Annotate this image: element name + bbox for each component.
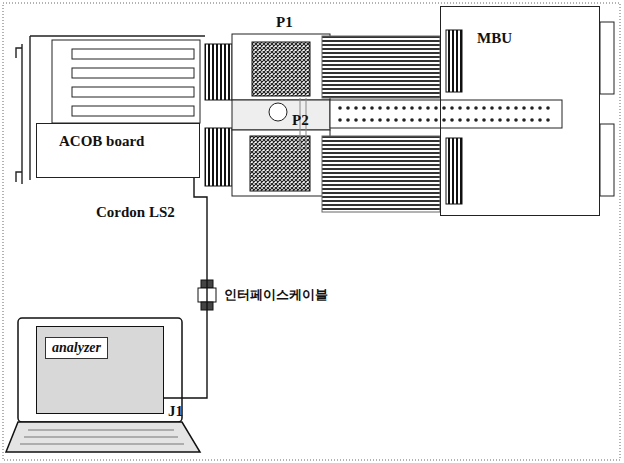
connector-name: P2 — [292, 112, 309, 129]
cable-name: 인터페이스케이블 — [222, 286, 330, 303]
slot-panel — [52, 40, 200, 123]
terminal-dot — [458, 106, 462, 110]
connector-name: P1 — [276, 14, 293, 31]
terminal-dot — [402, 106, 406, 110]
laptop-lid — [18, 318, 182, 422]
terminal-dot — [370, 106, 374, 110]
p2-hole — [269, 103, 287, 121]
terminal-dot — [346, 118, 350, 122]
terminal-dot — [482, 106, 486, 110]
laptop-screen: analyzer — [36, 326, 164, 414]
terminal-dot — [458, 118, 462, 122]
terminal-dot — [410, 106, 414, 110]
node-label: analyzer — [45, 337, 108, 359]
terminal-dot — [418, 106, 422, 110]
terminal-dot — [386, 118, 390, 122]
terminal-dot — [394, 106, 398, 110]
node-label: MBU — [477, 30, 512, 47]
terminal-dot — [530, 118, 534, 122]
terminal-dot — [498, 118, 502, 122]
terminal-dot — [530, 106, 534, 110]
cable-name: Cordon LS2 — [96, 204, 175, 221]
terminal-dot — [474, 106, 478, 110]
terminal-dot — [362, 118, 366, 122]
p1-connector — [252, 42, 310, 96]
terminal-dot — [402, 118, 406, 122]
terminal-dot — [490, 118, 494, 122]
board-region: ACOB board — [36, 123, 200, 178]
terminal-dot — [418, 118, 422, 122]
terminal-dot — [466, 106, 470, 110]
edge-connector — [205, 44, 232, 100]
p1-housing — [232, 34, 330, 100]
lower-housing — [232, 130, 330, 196]
ribbon-cable — [322, 136, 440, 212]
terminal-dots — [338, 106, 550, 122]
terminal-dot — [354, 106, 358, 110]
mbu-connector — [446, 138, 462, 204]
laptop-base — [6, 422, 200, 452]
terminal-dot — [386, 106, 390, 110]
terminal-dot — [522, 118, 526, 122]
terminal-dot — [466, 118, 470, 122]
terminal-dot — [538, 106, 542, 110]
terminal-dot — [514, 106, 518, 110]
slot — [72, 106, 194, 116]
ribbon-cable — [322, 36, 440, 98]
slot — [72, 49, 194, 59]
edge-connector — [205, 128, 232, 186]
slot — [72, 68, 194, 78]
d-sub-connector — [600, 124, 614, 196]
terminal-dot — [370, 118, 374, 122]
terminal-dot — [514, 118, 518, 122]
terminal-dot — [450, 118, 454, 122]
terminal-dot — [354, 118, 358, 122]
terminal-dot — [362, 106, 366, 110]
terminal-dot — [434, 106, 438, 110]
d-sub-connector — [600, 22, 614, 94]
slot — [72, 87, 194, 97]
node-label: ACOB board — [59, 133, 144, 150]
terminal-dot — [442, 118, 446, 122]
terminal-dot — [346, 106, 350, 110]
terminal-dot — [410, 118, 414, 122]
board-bracket — [16, 36, 205, 184]
terminal-dot — [378, 118, 382, 122]
terminal-dot — [538, 118, 542, 122]
terminal-dot — [506, 118, 510, 122]
terminal-dot — [338, 118, 342, 122]
terminal-dot — [522, 106, 526, 110]
terminal-dot — [442, 106, 446, 110]
port-name: J1 — [168, 403, 183, 420]
terminal-dot — [434, 118, 438, 122]
terminal-dot — [482, 118, 486, 122]
terminal-dot — [498, 106, 502, 110]
terminal-dot — [506, 106, 510, 110]
p2-plate — [232, 100, 330, 130]
terminal-dot — [426, 118, 430, 122]
terminal-strip — [330, 100, 562, 128]
dotted-frame — [3, 3, 620, 460]
terminal-dot — [394, 118, 398, 122]
terminal-dot — [474, 118, 478, 122]
mbu-unit: MBU — [440, 6, 600, 216]
terminal-dot — [450, 106, 454, 110]
terminal-dot — [378, 106, 382, 110]
keyboard-rows — [20, 430, 184, 444]
terminal-dot — [546, 106, 550, 110]
lower-connector — [250, 136, 310, 191]
terminal-dot — [426, 106, 430, 110]
terminal-dot — [338, 106, 342, 110]
terminal-dot — [490, 106, 494, 110]
terminal-dot — [546, 118, 550, 122]
mbu-connector — [446, 30, 462, 92]
